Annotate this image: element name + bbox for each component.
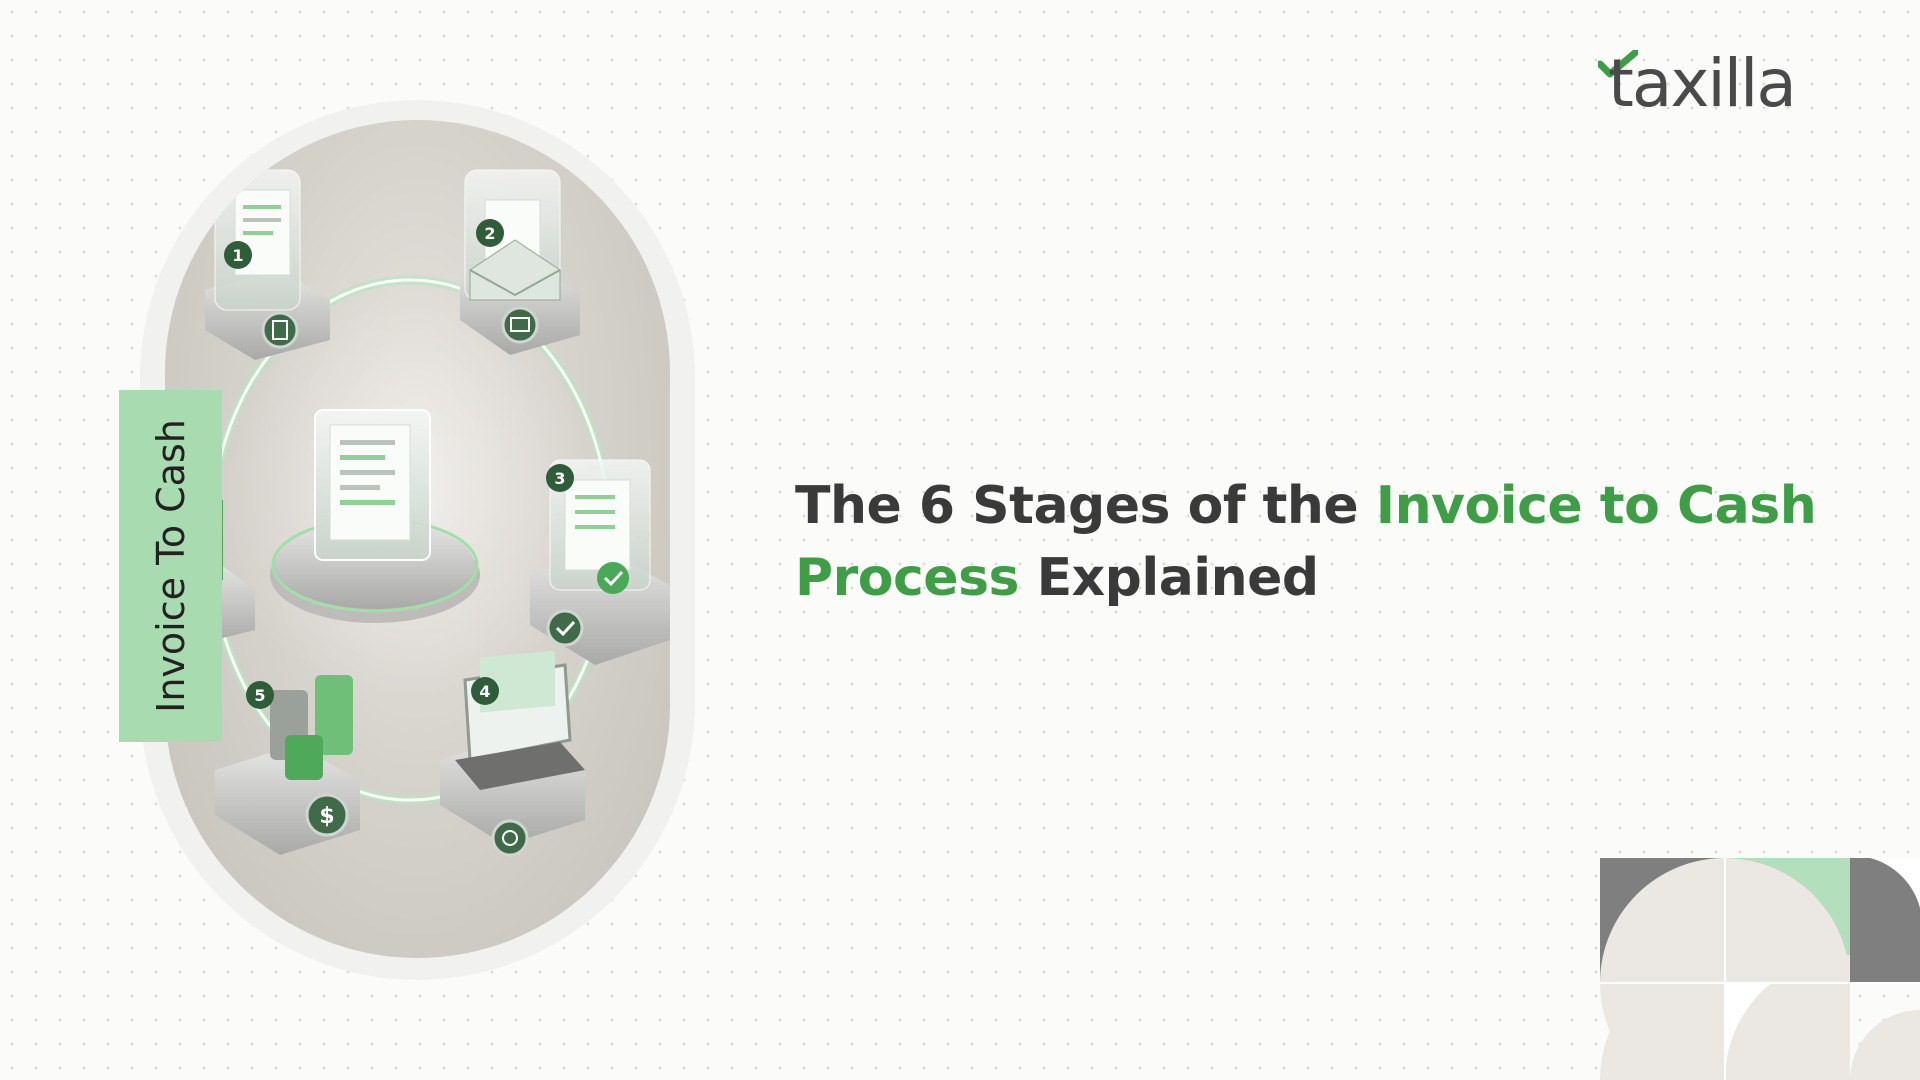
title-part-1: The 6 Stages of the bbox=[795, 476, 1376, 536]
center-invoice-stack bbox=[270, 409, 480, 623]
stage-4-number: 4 bbox=[479, 682, 490, 701]
stage-2-number: 2 bbox=[484, 224, 495, 243]
geometric-pattern bbox=[1600, 858, 1920, 1080]
stage-5-module: $ 5 bbox=[215, 675, 360, 855]
title-highlight-2: Process bbox=[795, 548, 1019, 608]
process-illustration: 1 2 3 bbox=[165, 120, 670, 958]
stage-1-module: 1 bbox=[205, 169, 330, 360]
stage-3-number: 3 bbox=[554, 469, 565, 488]
sidebar-label-box bbox=[119, 390, 222, 742]
logo-check-icon bbox=[1598, 50, 1638, 78]
stage-4-module: 4 bbox=[440, 650, 585, 857]
sidebar-label: Invoice To Cash bbox=[149, 419, 193, 713]
taxilla-logo: taxilla bbox=[1598, 44, 1838, 124]
stage-3-module: 3 bbox=[530, 459, 670, 665]
decorative-shapes bbox=[1600, 858, 1920, 1080]
stage-1-number: 1 bbox=[232, 246, 243, 265]
title-highlight-1: Invoice to Cash bbox=[1375, 476, 1817, 536]
stage-5-number: 5 bbox=[254, 686, 265, 705]
svg-text:$: $ bbox=[319, 804, 334, 829]
process-illustration-graphic: 1 2 3 bbox=[165, 169, 670, 857]
stage-2-module: 2 bbox=[460, 169, 580, 355]
logo-wordmark: taxilla bbox=[1608, 45, 1797, 122]
title-part-2: Explained bbox=[1018, 548, 1320, 608]
